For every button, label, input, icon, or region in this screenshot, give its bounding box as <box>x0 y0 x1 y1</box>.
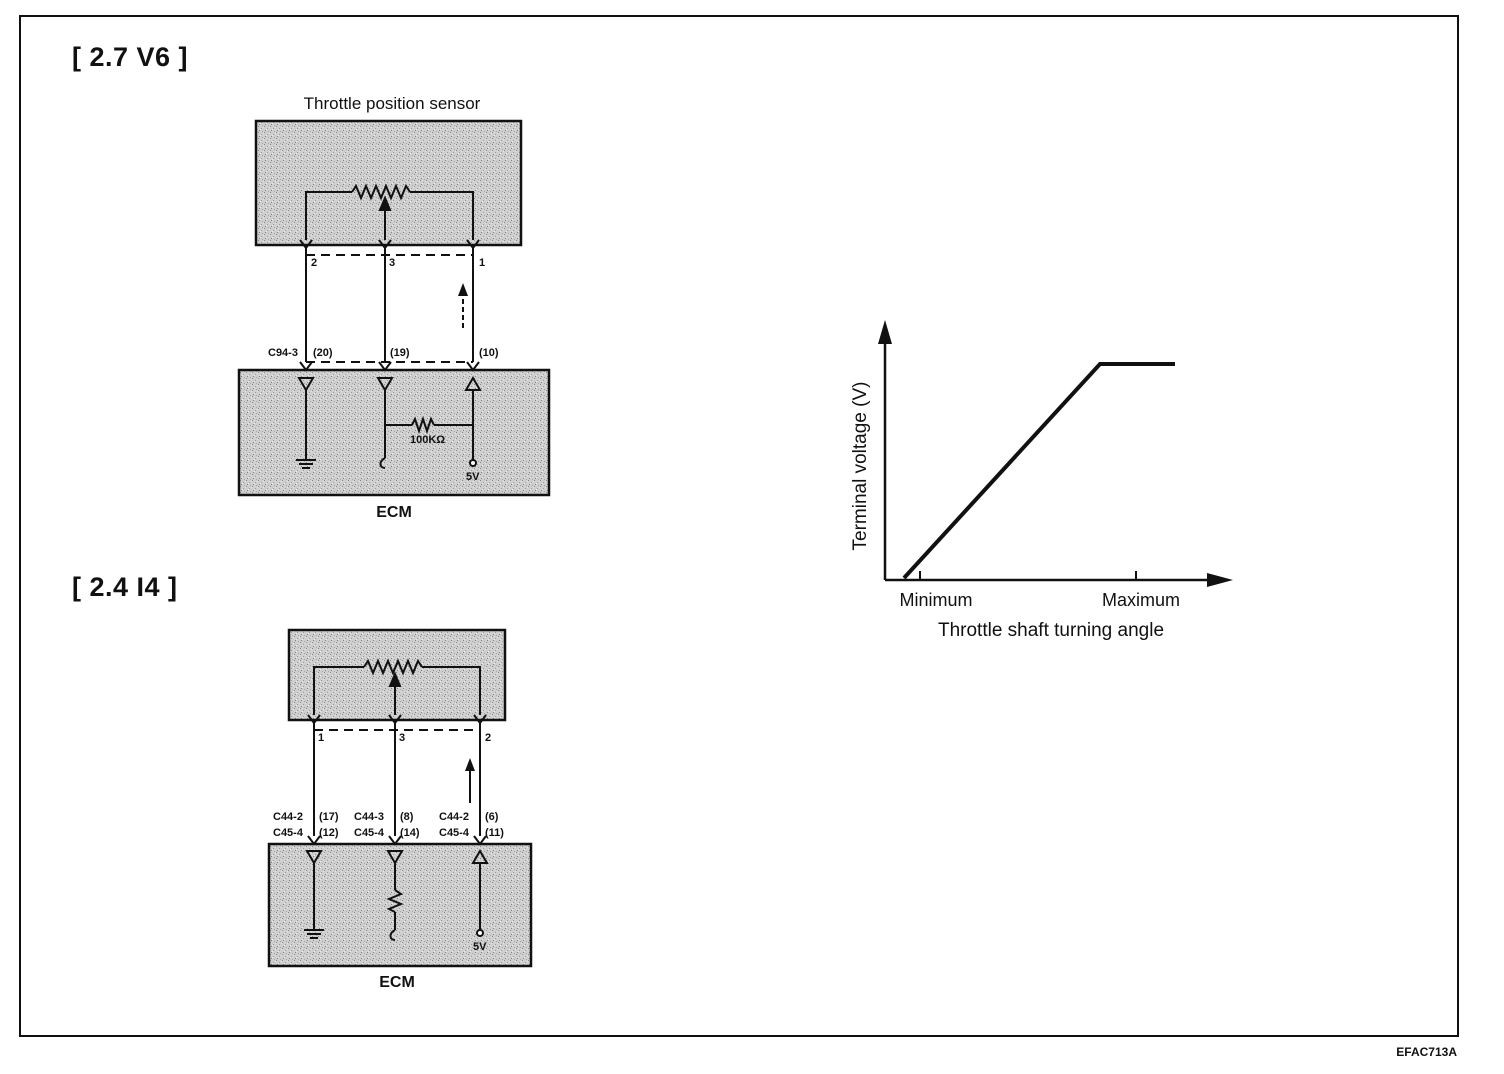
voltage-curve <box>902 362 1175 580</box>
i4-connector-labels: C44-2 C45-4 (17) (12) C44-3 C45-4 (8) (1… <box>273 811 504 839</box>
i4-wires <box>313 723 481 836</box>
i4-conn-left-b: C45-4 <box>273 827 304 839</box>
i4-term-mid-a: (8) <box>400 811 414 823</box>
v6-wires <box>305 248 474 362</box>
v6-current-arrow-icon <box>458 283 468 328</box>
v6-sensor-title: Throttle position sensor <box>304 94 481 113</box>
i4-term-right-b: (11) <box>485 827 504 839</box>
v6-connector-code: C94-3 <box>268 347 298 359</box>
v6-ecm-internal <box>296 376 482 469</box>
v6-ground-icon <box>296 459 316 469</box>
diagram-frame <box>19 15 1459 1037</box>
v6-potentiometer-icon <box>305 183 474 240</box>
i4-ecm-pins <box>307 835 487 846</box>
v6-ecm-label: ECM <box>376 504 412 521</box>
v6-terminal-right: (10) <box>479 347 499 359</box>
i4-pin-mid: 3 <box>399 732 405 744</box>
y-axis-arrow-icon <box>878 320 892 344</box>
i4-term-left-a: (17) <box>319 811 339 823</box>
x-tick-maximum: Maximum <box>1102 590 1180 610</box>
v6-terminal-mid: (19) <box>390 347 410 359</box>
i4-supply-label: 5V <box>473 941 487 953</box>
i4-diagram: 1 3 2 C44-2 C45-4 (17) (12) C44-3 C45-4 … <box>267 628 533 991</box>
i4-resistor-icon <box>386 889 404 913</box>
v6-pin-right: 1 <box>479 257 485 269</box>
v6-ecm-pins <box>299 361 480 372</box>
i4-conn-right-b: C45-4 <box>439 827 470 839</box>
i4-ecm-label: ECM <box>379 974 415 991</box>
i4-potentiometer-icon <box>313 658 481 715</box>
i4-conn-right-a: C44-2 <box>439 811 469 823</box>
i4-pin-left: 1 <box>318 732 324 744</box>
figure-code: EFAC713A <box>1396 1045 1457 1059</box>
v6-heading: [ 2.7 V6 ] <box>72 42 189 72</box>
i4-term-right-a: (6) <box>485 811 499 823</box>
i4-sensor-box <box>287 628 507 722</box>
x-axis-arrow-icon <box>1207 573 1233 587</box>
v6-diagram: Throttle position sensor 2 3 1 <box>237 94 551 521</box>
x-tick-minimum: Minimum <box>899 590 972 610</box>
y-axis-label: Terminal voltage (V) <box>850 382 871 551</box>
i4-ecm-internal <box>304 849 489 941</box>
i4-current-arrow-icon <box>465 758 475 803</box>
v6-pullup-resistor-icon <box>411 415 435 435</box>
x-axis-label: Throttle shaft turning angle <box>938 620 1164 641</box>
i4-conn-mid-a: C44-3 <box>354 811 384 823</box>
v6-ecm-box <box>237 368 551 497</box>
i4-term-left-b: (12) <box>319 827 339 839</box>
v6-terminal-left: (20) <box>313 347 333 359</box>
v6-sensor-box <box>254 119 523 247</box>
v6-pin-mid: 3 <box>389 257 395 269</box>
i4-conn-mid-b: C45-4 <box>354 827 385 839</box>
i4-heading: [ 2.4 I4 ] <box>72 572 178 602</box>
i4-conn-left-a: C44-2 <box>273 811 303 823</box>
i4-pin-right: 2 <box>485 732 491 744</box>
v6-pin-left: 2 <box>311 257 317 269</box>
v6-resistor-value: 100KΩ <box>410 434 445 446</box>
i4-term-mid-b: (14) <box>400 827 420 839</box>
v6-supply-label: 5V <box>466 471 480 483</box>
voltage-graph: Minimum Maximum Throttle shaft turning a… <box>850 320 1233 641</box>
i4-ground-icon <box>304 929 324 939</box>
